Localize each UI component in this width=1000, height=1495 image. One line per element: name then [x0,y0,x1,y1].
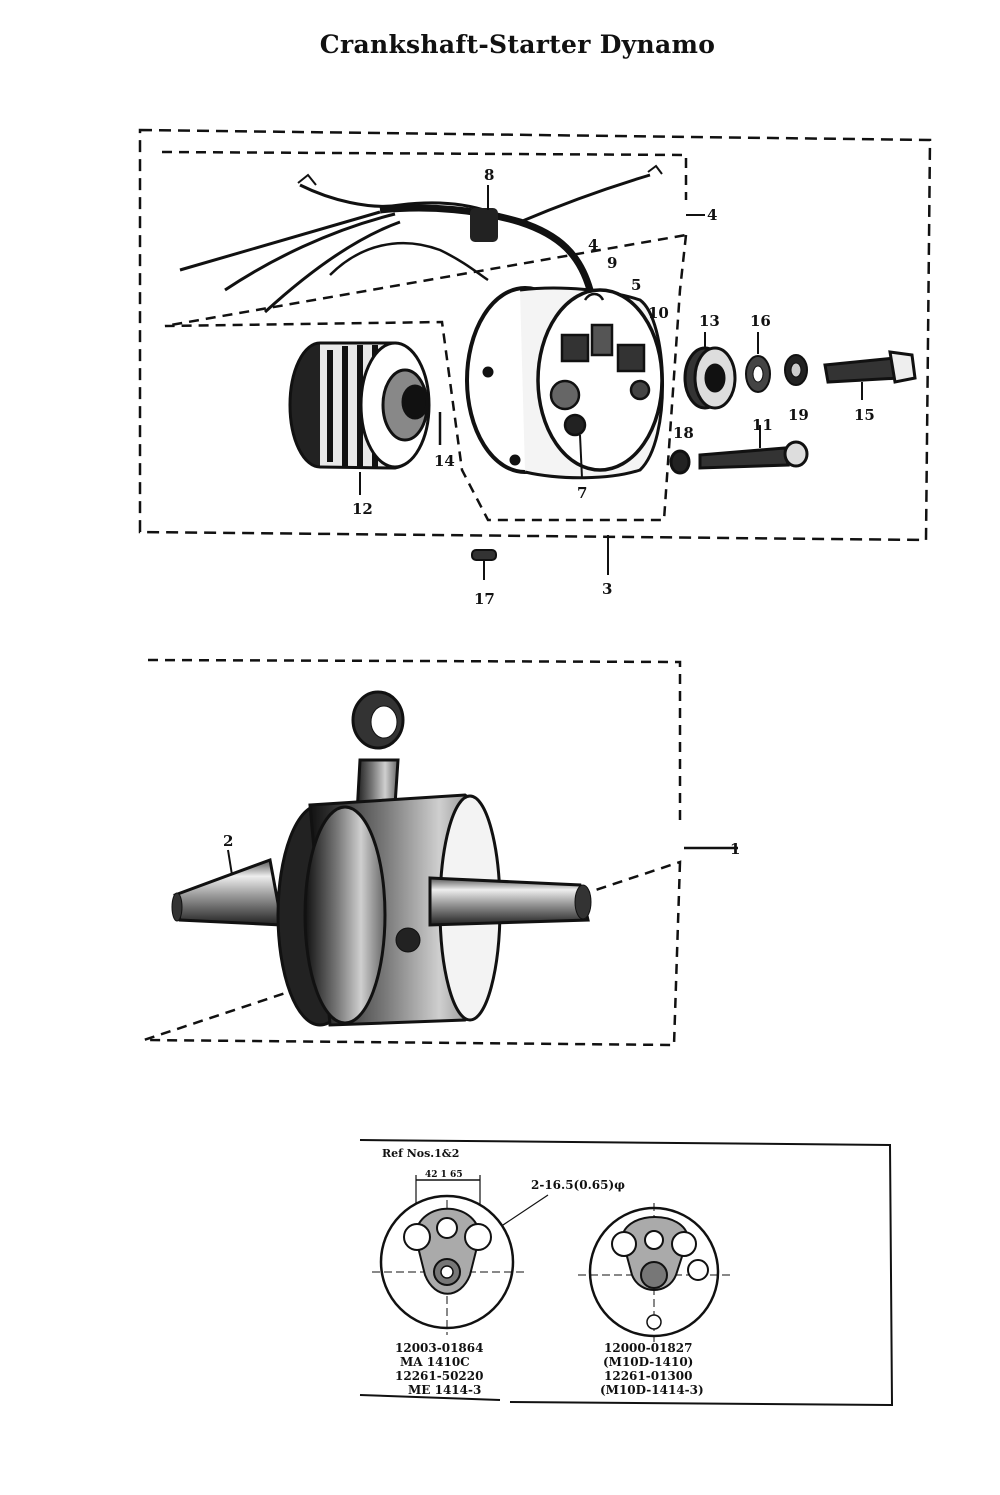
callout-11: 11 [752,416,773,434]
dynamo-assembly [138,128,932,580]
rotor-bolt [823,350,917,384]
right-part-numbers: 12000-01827 (M10D-1410) 12261-01300 (M10… [600,1341,704,1397]
callout-4-frame: 4 [707,206,717,224]
crankshaft-callouts: 2 1 [223,832,740,858]
callout-2: 2 [223,832,233,850]
ref-hole-spec: 2-16.5(0.65)φ [531,1178,625,1192]
crankshaft-right-shaft [428,876,590,927]
callout-7: 7 [577,484,587,502]
page-title: Crankshaft-Starter Dynamo [319,30,716,59]
callout-12: 12 [352,500,373,518]
callout-19: 19 [788,406,809,424]
woodruff-key [471,549,497,561]
callout-10: 10 [648,304,669,322]
bearing [683,346,737,410]
washer [745,355,771,393]
right-part-3: 12261-01300 [604,1369,692,1383]
callout-8: 8 [484,166,494,184]
callout-18: 18 [673,424,694,442]
left-part-numbers: 12003-01864 MA 1410C 12261-50220 ME 1414… [395,1341,483,1397]
wire-harness [179,164,663,314]
dynamo-stator [465,286,664,480]
crankshaft-left-shaft [173,857,284,927]
callout-9: 9 [607,254,617,272]
stator-brush-assembly [549,292,651,437]
stator-screw [669,440,809,475]
right-flange-drawing [578,1203,732,1342]
left-part-4: ME 1414-3 [408,1383,481,1397]
ref-panel-header: Ref Nos.1&2 [382,1147,459,1160]
callout-4: 4 [588,236,598,254]
callout-5: 5 [631,276,641,294]
left-flange-drawing [372,1194,525,1335]
callout-17: 17 [474,590,495,608]
dynamo-rotor [288,341,431,470]
callout-16: 16 [750,312,771,330]
harness-clamp [470,208,498,242]
callout-3: 3 [602,580,612,598]
reference-panel: Ref Nos.1&2 42 1 65 2-16.5(0.65)φ [359,1139,894,1407]
right-part-4: (M10D-1414-3) [600,1383,704,1397]
left-part-2: MA 1410C [400,1355,470,1369]
crankshaft-assembly [143,658,738,1047]
callout-13: 13 [699,312,720,330]
inner-dashed-frame [161,150,688,522]
lock-washer [784,354,808,386]
ref-dimension: 42 1 65 [425,1170,463,1180]
left-part-1: 12003-01864 [395,1341,483,1355]
right-part-2: (M10D-1410) [603,1355,693,1369]
outer-dashed-frame [138,128,932,542]
left-part-3: 12261-50220 [395,1369,483,1383]
callout-1: 1 [730,840,740,858]
dynamo-callouts: 8 4 4 9 5 10 13 16 19 15 11 18 7 14 12 1… [352,166,875,608]
callout-15: 15 [854,406,875,424]
right-part-1: 12000-01827 [604,1341,692,1355]
callout-14: 14 [434,452,455,470]
